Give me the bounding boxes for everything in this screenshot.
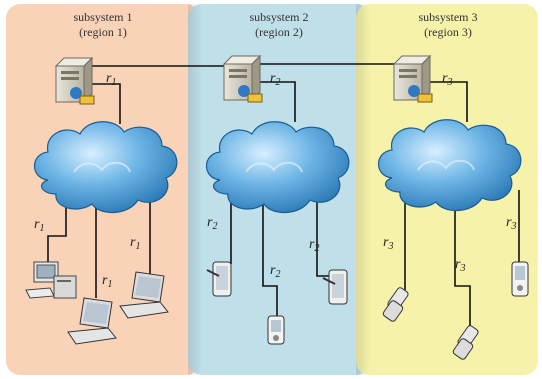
region-title-2: subsystem 2: [249, 10, 308, 24]
link-label-server-1: r1: [106, 71, 116, 88]
desktop-computer-icon: [25, 261, 77, 299]
server-icon: [54, 56, 95, 105]
link-label-device-2-2: r2: [270, 263, 280, 280]
cloud-network-icon: [205, 121, 350, 214]
region-title-1: subsystem 1: [73, 10, 132, 24]
link-label-server-3: r3: [442, 71, 452, 88]
region-title-3: subsystem 3: [418, 10, 477, 24]
server-icon: [392, 54, 433, 103]
cloud-network-icon: [33, 121, 178, 214]
tablet-icon: [206, 261, 232, 297]
pda-icon: [511, 261, 529, 297]
link-label-server-2: r2: [270, 71, 280, 88]
laptop-icon: [67, 297, 117, 345]
link-label-device-2-3: r2: [309, 237, 319, 254]
flip-phone-icon: [382, 287, 409, 322]
region-subtitle-2: (region 2): [255, 25, 303, 39]
region-subtitle-1: (region 1): [79, 25, 127, 39]
laptop-icon: [119, 271, 169, 319]
link-label-device-1-2: r1: [102, 273, 112, 290]
link-label-device-1-1: r1: [34, 217, 44, 234]
region-subtitle-3: (region 3): [424, 25, 472, 39]
link-label-device-3-2: r3: [455, 257, 465, 274]
server-backbone-wires: [85, 63, 408, 67]
device-wires: [47, 190, 520, 330]
server-cloud-wires: [88, 81, 468, 124]
tablet-icon: [322, 269, 348, 305]
link-label-device-1-3: r1: [130, 235, 140, 252]
server-icon: [222, 54, 263, 103]
link-label-device-2-1: r2: [207, 215, 217, 232]
link-label-device-3-3: r3: [506, 215, 516, 232]
link-label-device-3-1: r3: [383, 235, 393, 252]
flip-phone-icon: [452, 325, 479, 360]
cloud-network-icon: [377, 119, 522, 212]
pda-icon: [267, 315, 285, 345]
